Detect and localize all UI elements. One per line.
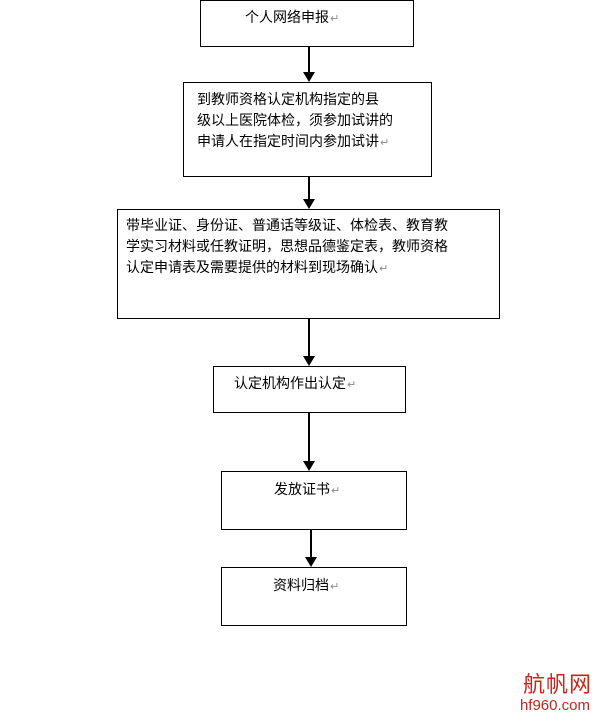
step-certification-decision: 认定机构作出认定↵: [213, 366, 406, 413]
step-text-line: 发放证书↵: [274, 482, 341, 498]
step-text-line: 资料归档↵: [273, 578, 340, 594]
flow-arrow: [305, 530, 317, 567]
step-text-line: 认定申请表及需要提供的材料到现场确认↵: [126, 260, 389, 276]
flow-arrow: [303, 319, 315, 366]
step-text-line: 级以上医院体检，须参加试讲的: [197, 113, 393, 129]
watermark-site-name: 航帆网: [522, 673, 592, 698]
step-online-application: 个人网络申报↵: [200, 0, 414, 47]
step-text-line: 到教师资格认定机构指定的县: [197, 92, 379, 108]
flow-arrow: [303, 413, 315, 471]
step-text-line: 申请人在指定时间内参加试讲↵: [197, 134, 390, 150]
step-medical-exam: 到教师资格认定机构指定的县 级以上医院体检，须参加试讲的 申请人在指定时间内参加…: [183, 82, 432, 177]
step-archive-documents: 资料归档↵: [221, 567, 407, 626]
flow-arrow: [303, 177, 315, 209]
step-text-line: 认定机构作出认定↵: [234, 376, 357, 392]
step-onsite-confirmation: 带毕业证、身份证、普通话等级证、体检表、教育教 学实习材料或任教证明，思想品德鉴…: [117, 209, 500, 319]
step-text-line: 个人网络申报↵: [245, 10, 340, 26]
step-text-line: 带毕业证、身份证、普通话等级证、体检表、教育教: [126, 218, 448, 234]
step-text-line: 学实习材料或任教证明，思想品德鉴定表，教师资格: [126, 239, 448, 255]
step-issue-certificate: 发放证书↵: [221, 471, 407, 530]
watermark-domain: hf960.com: [519, 697, 590, 714]
flow-arrow: [303, 47, 315, 82]
